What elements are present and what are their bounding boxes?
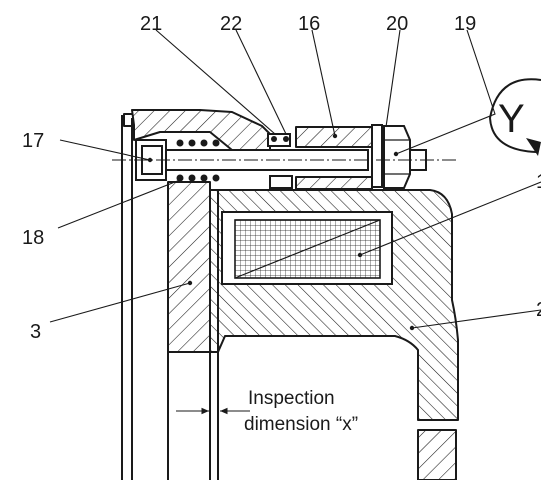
part-label-21: 21 (140, 13, 162, 35)
part-label-3: 3 (30, 321, 41, 343)
part-label-22: 22 (220, 13, 242, 35)
view-y-label: Y (498, 97, 525, 141)
view-y-indicator: Y (489, 78, 541, 156)
leader-dot-2 (409, 325, 415, 331)
leader-dot-1 (357, 252, 363, 258)
inspection-gap-lines (167, 182, 219, 480)
part-label-18: 18 (22, 227, 44, 249)
coil-part-1 (221, 211, 393, 285)
part-label-2: 2 (536, 299, 541, 321)
leader-dot-16 (332, 133, 338, 139)
part-label-16: 16 (298, 13, 320, 35)
leader-dot-17 (147, 157, 153, 163)
spring-part-18 (176, 139, 220, 182)
part-label-1: 1 (536, 171, 541, 193)
part-label-17: 17 (22, 130, 44, 152)
seal-parts-21-22 (267, 133, 293, 189)
leader-dot-3 (187, 280, 193, 286)
armature-disk-part-3 (167, 181, 211, 353)
inspection-label-line2: dimension “x” (244, 414, 358, 435)
nut-part-19 (371, 124, 427, 189)
part-label-19: 19 (454, 13, 476, 35)
inspection-label-line1: Inspection (248, 388, 335, 409)
leader-lines (49, 29, 541, 329)
leader-dot-19 (393, 151, 399, 157)
part-label-20: 20 (386, 13, 408, 35)
